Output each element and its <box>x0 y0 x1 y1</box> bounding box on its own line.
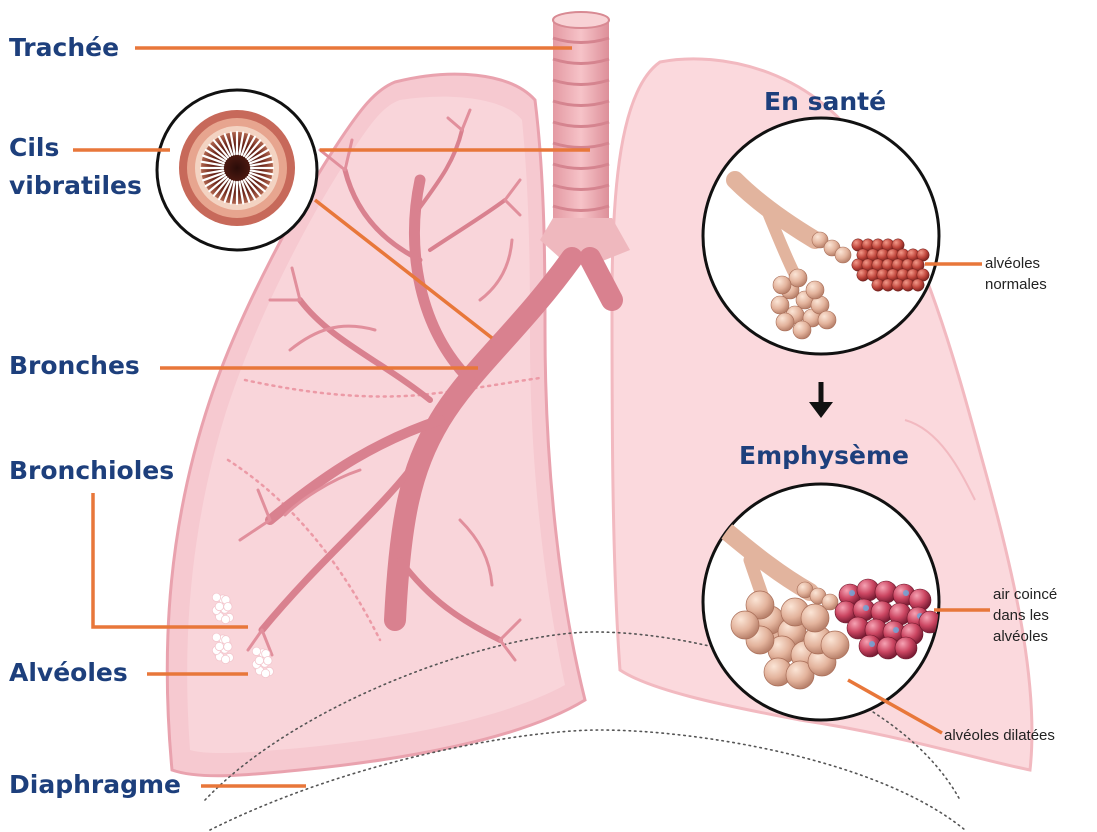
annotation-normal-line1: alvéoles <box>985 255 1040 273</box>
annotation-normal-line2: normales <box>985 276 1047 294</box>
label-diaphragme: Diaphragme <box>9 769 181 800</box>
label-bronches: Bronches <box>9 350 140 381</box>
label-cils-line1: Cils <box>9 132 59 163</box>
emphysema-inset <box>703 484 941 720</box>
annotation-trapped-line1: air coincé <box>993 586 1057 604</box>
annotation-dilated: alvéoles dilatées <box>944 727 1055 745</box>
annotation-trapped-line3: alvéoles <box>993 628 1048 646</box>
cilia-inset <box>157 90 317 250</box>
annotation-trapped-line2: dans les <box>993 607 1049 625</box>
label-cils-line2: vibratiles <box>9 170 142 201</box>
label-bronchioles: Bronchioles <box>9 455 174 486</box>
healthy-title: En santé <box>764 86 886 117</box>
healthy-inset <box>703 118 939 354</box>
label-alveoles: Alvéoles <box>9 657 128 688</box>
label-trachee: Trachée <box>9 32 119 63</box>
emphysema-title: Emphysème <box>739 440 909 471</box>
